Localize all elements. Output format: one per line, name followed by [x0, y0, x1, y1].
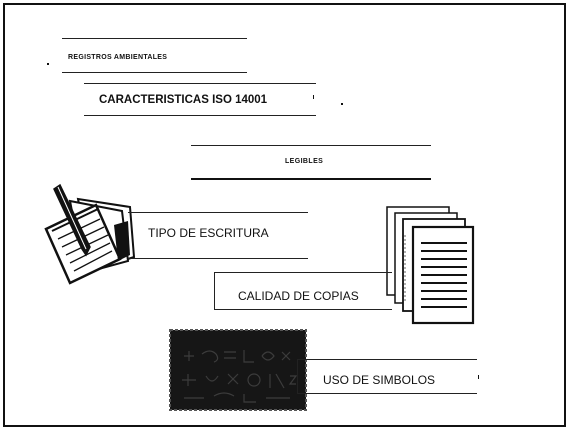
notepad-pen-icon — [44, 183, 136, 285]
item-1-rule-top — [128, 212, 308, 213]
category-rule-bottom — [191, 178, 431, 180]
heading-main-rule-top — [84, 83, 316, 84]
heading-small-rule-bottom — [62, 72, 247, 73]
item-2-rule-bottom — [214, 309, 392, 310]
item-1-rule-bottom — [128, 258, 308, 259]
item-2-rule-side — [214, 272, 215, 310]
heading-main-mark — [313, 95, 314, 99]
slide-frame — [3, 3, 566, 427]
item-3-rule-bottom — [297, 393, 477, 394]
item-3-mark — [478, 375, 479, 379]
category-rule-top — [191, 145, 431, 146]
heading-small-rule-top — [62, 38, 247, 39]
heading-main: CARACTERISTICAS ISO 14001 — [99, 94, 268, 106]
heading-main-dot — [341, 103, 343, 105]
item-2-label: CALIDAD DE COPIAS — [238, 289, 359, 303]
heading-small: REGISTROS AMBIENTALES — [68, 54, 168, 61]
item-3-rule-side — [297, 359, 298, 393]
item-3-rule-top — [297, 359, 477, 360]
bullet-dot — [47, 63, 49, 65]
item-3-label: USO DE SIMBOLOS — [323, 373, 436, 387]
item-2-rule-top — [214, 272, 392, 273]
category-label: LEGIBLES — [285, 158, 324, 165]
chalkboard-symbols-icon — [169, 329, 307, 411]
document-stack-icon — [386, 206, 475, 325]
heading-main-rule-bottom — [84, 115, 316, 116]
item-1-label: TIPO DE ESCRITURA — [148, 226, 269, 240]
